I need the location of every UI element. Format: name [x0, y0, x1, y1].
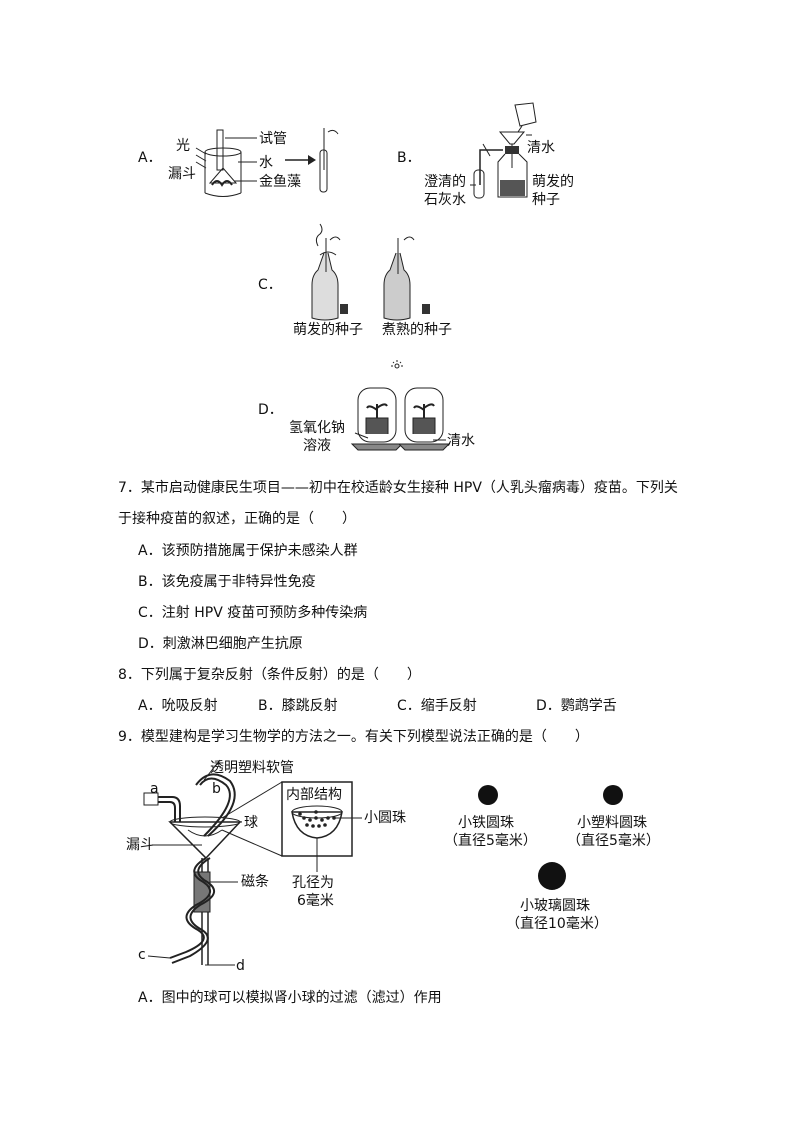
- label-algae: 金鱼藻: [259, 174, 301, 190]
- label-germinating-seeds: 萌发的种子: [293, 322, 363, 338]
- option-b-letter: B．: [397, 150, 421, 166]
- q7-option-a: A．该预防措施属于保护未感染人群: [138, 543, 358, 559]
- q9-label-glass-bead: 小玻璃圆珠: [520, 898, 590, 914]
- q8-option-b: B．膝跳反射: [258, 698, 338, 714]
- label-clear-water: 清水: [527, 140, 555, 156]
- q9-label-pore-2: 6毫米: [297, 893, 334, 909]
- q9-label-funnel: 漏斗: [126, 837, 154, 853]
- label-limewater-2: 石灰水: [424, 192, 466, 208]
- q9-label-d: d: [236, 958, 245, 974]
- label-water: 水: [259, 155, 273, 171]
- label-seeds-2: 种子: [532, 192, 560, 208]
- q7-option-d: D．刺激淋巴细胞产生抗原: [138, 636, 303, 652]
- label-cooked-seeds: 煮熟的种子: [382, 322, 452, 338]
- option-c-letter: C．: [258, 277, 282, 293]
- q8-stem: 8．下列属于复杂反射（条件反射）的是（ ）: [118, 667, 421, 683]
- q9-label-magnet: 磁条: [241, 874, 269, 890]
- label-test-tube: 试管: [259, 131, 287, 147]
- q9-label-pore-1: 孔径为: [292, 875, 334, 891]
- q9-label-iron-diameter: （直径5毫米）: [444, 833, 537, 849]
- q9-label-plastic-bead: 小塑料圆珠: [577, 815, 647, 831]
- label-naoh-1: 氢氧化钠: [289, 420, 345, 436]
- q9-label-tube: 透明塑料软管: [210, 760, 294, 776]
- label-funnel: 漏斗: [168, 166, 196, 182]
- q7-option-b: B．该免疫属于非特异性免疫: [138, 574, 316, 590]
- q9-label-a: a: [150, 781, 159, 797]
- q9-label-inner-structure: 内部结构: [286, 787, 342, 803]
- option-d-letter: D．: [258, 402, 283, 418]
- q9-stem: 9．模型建构是学习生物学的方法之一。有关下列模型说法正确的是（ ）: [118, 729, 589, 745]
- label-d-clear-water: 清水: [447, 433, 475, 449]
- q9-label-beads: 小圆珠: [364, 810, 406, 826]
- label-naoh-2: 溶液: [303, 438, 331, 454]
- q9-label-glass-diameter: （直径10毫米）: [506, 916, 608, 932]
- sun-icon: [391, 360, 403, 369]
- q8-option-a: A．吮吸反射: [138, 698, 218, 714]
- q7-option-c: C．注射 HPV 疫苗可预防多种传染病: [138, 605, 368, 621]
- q9-label-iron-bead: 小铁圆珠: [458, 815, 514, 831]
- option-a-letter: A．: [138, 150, 162, 166]
- label-light: 光: [176, 138, 190, 154]
- q7-stem-line-2: 于接种疫苗的叙述，正确的是（ ）: [118, 511, 356, 527]
- q8-option-d: D．鹦鹉学舌: [536, 698, 617, 714]
- q9-label-ball: 球: [244, 815, 258, 831]
- q8-option-c: C．缩手反射: [397, 698, 477, 714]
- label-seeds-1: 萌发的: [532, 174, 574, 190]
- q9-label-c: c: [138, 947, 146, 963]
- label-limewater-1: 澄清的: [424, 174, 466, 190]
- q9-option-a: A．图中的球可以模拟肾小球的过滤（滤过）作用: [138, 990, 442, 1006]
- q9-label-b: b: [212, 781, 221, 797]
- q7-stem-line-1: 7．某市启动健康民生项目——初中在校适龄女生接种 HPV（人乳头瘤病毒）疫苗。下…: [118, 480, 678, 496]
- q9-label-plastic-diameter: （直径5毫米）: [567, 833, 660, 849]
